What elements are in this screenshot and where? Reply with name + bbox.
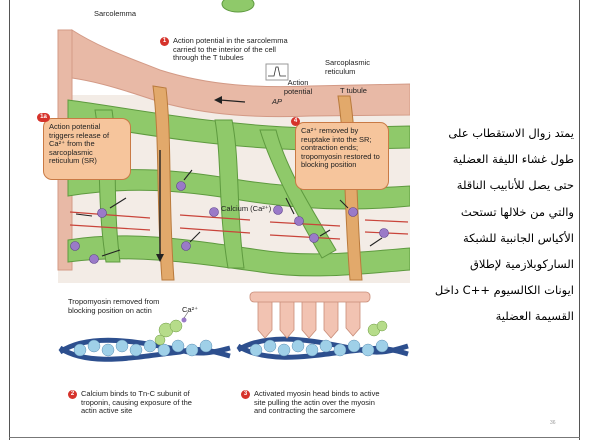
arabic-line: الساركوبلازمية لإطلاق [414,251,574,277]
label-tropomyosin-removed: Tropomyosin removed from blocking positi… [68,298,178,315]
bottom-left-panel [60,312,230,359]
step-1-caption: 1 Action potential in the sarcolemma car… [160,37,298,63]
step-3-caption: 3 Activated myosin head binds to active … [241,390,384,416]
excitation-contraction-figure: Sarcolemma Sarcoplasmic reticulum T tubu… [10,0,410,440]
step-4-callout: 4 Ca²⁺ removed by reuptake into the SR; … [295,122,389,190]
step-3-text: Activated myosin head binds to active si… [254,389,380,415]
arabic-line: حتى يصل للأنابيب الناقلة [414,172,574,198]
arabic-explanation: يمتد زوال الاستقطاب على طول غشاء الليفة … [414,120,574,330]
arabic-line: طول غشاء الليفة العضلية [414,146,574,172]
arabic-line: ايونات الكالسيوم ++C داخل [414,277,574,303]
label-calcium: Calcium (Ca²⁺) [221,205,271,214]
action-potential-trace-box [266,64,288,80]
arabic-line: والتي من خلالها تستحث [414,199,574,225]
label-ca2: Ca²⁺ [182,306,198,315]
bottom-right-panel [238,292,408,357]
step-3-badge: 3 [241,390,250,399]
page-number: 36 [550,420,556,426]
label-t-tubule: T tubule [340,87,367,96]
arabic-line: القسيمة العضلية [414,303,574,329]
label-sarcolemma: Sarcolemma [94,10,136,19]
arabic-line: الأكياس الجانبية للشبكة [414,225,574,251]
label-action-potential: Action potential [278,79,318,96]
step-1a-callout: 1a Action potential triggers release of … [43,118,131,180]
step-2-caption: 2 Calcium binds to Tn-C subunit of tropo… [68,390,209,416]
step-2-badge: 2 [68,390,77,399]
top-reticulum-blob [222,0,254,12]
arabic-line: يمتد زوال الاستقطاب على [414,120,574,146]
slide-frame-right [579,0,580,440]
step-1a-text: Action potential triggers release of Ca²… [49,122,109,165]
troponin-complex-right [368,321,387,336]
myosin-heads [250,292,370,338]
step-1-badge: 1 [160,37,169,46]
step-2-text: Calcium binds to Tn-C subunit of troponi… [81,389,192,415]
step-4-text: Ca²⁺ removed by reuptake into the SR; co… [301,126,380,169]
ca2-ion-panel [182,318,187,323]
label-ap: AP [272,98,282,107]
step-1-text: Action potential in the sarcolemma carri… [173,36,288,62]
step-4-badge: 4 [291,117,300,126]
label-sarcoplasmic-reticulum: Sarcoplasmic reticulum [325,59,395,76]
step-1a-badge: 1a [37,113,50,122]
